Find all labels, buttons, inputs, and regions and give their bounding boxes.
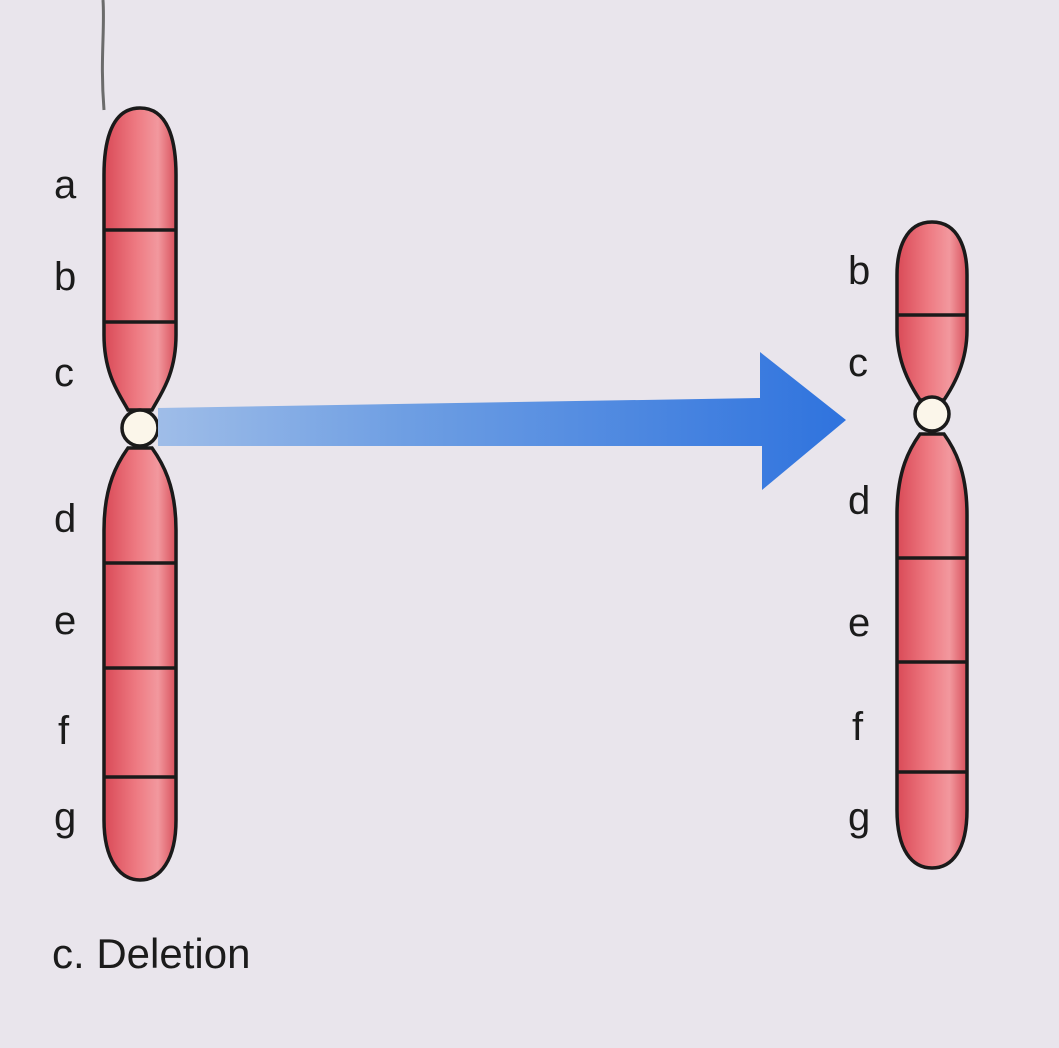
deleted-label-d: d — [848, 479, 870, 523]
deleted-upper-arm — [897, 222, 967, 400]
original-label-b: b — [54, 255, 76, 299]
original-chromosome: a b c d e f g — [54, 108, 176, 880]
deleted-centromere — [915, 397, 949, 431]
diagram-caption: c. Deletion — [52, 930, 250, 977]
original-label-f: f — [58, 709, 70, 753]
scan-mark — [102, 0, 104, 110]
original-label-d: d — [54, 497, 76, 541]
original-lower-arm — [104, 448, 176, 880]
original-centromere — [122, 410, 158, 446]
original-label-a: a — [54, 163, 77, 207]
original-label-e: e — [54, 599, 76, 643]
deleted-lower-arm — [897, 434, 967, 868]
original-upper-arm — [104, 108, 176, 410]
arrow-right-icon — [158, 352, 846, 490]
deleted-label-e: e — [848, 601, 870, 645]
deleted-chromosome: b c d e f g — [848, 222, 967, 868]
deleted-label-c: c — [848, 341, 868, 385]
deleted-label-g: g — [848, 795, 870, 839]
deleted-label-f: f — [852, 705, 864, 749]
original-label-c: c — [54, 351, 74, 395]
original-label-g: g — [54, 795, 76, 839]
deleted-label-b: b — [848, 249, 870, 293]
